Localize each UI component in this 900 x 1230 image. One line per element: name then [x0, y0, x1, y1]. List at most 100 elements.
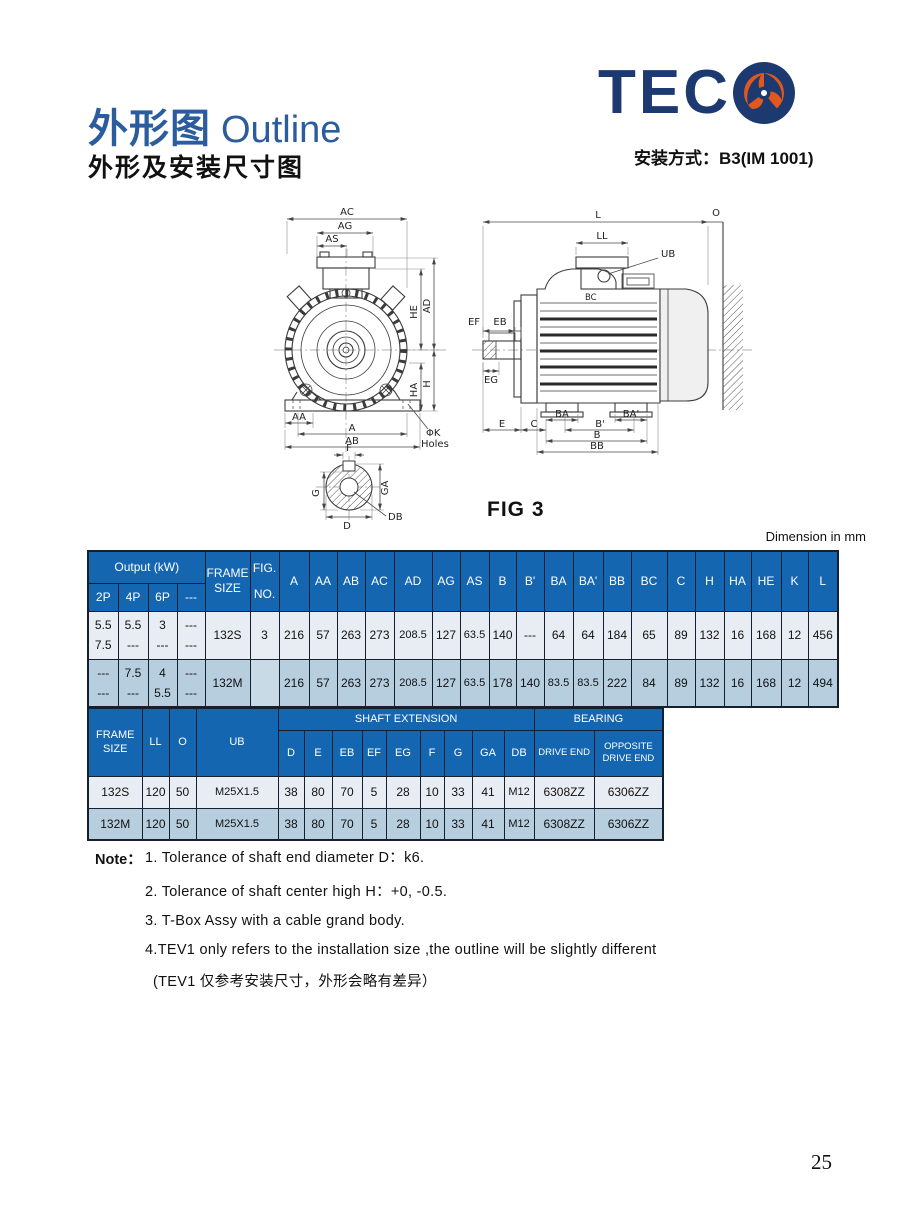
note-item: 4.TEV1 only refers to the installation s…: [145, 941, 657, 958]
mounting-type-label: 安装方式：B3(IM 1001): [634, 149, 814, 168]
note-label: Note：: [95, 852, 142, 868]
t2-shaft-group-header: SHAFT EXTENSION: [277, 707, 535, 731]
t1-pole-header: ---: [176, 582, 206, 612]
dim-label-ba: BA: [555, 409, 569, 420]
t1-col-header: C: [666, 550, 696, 612]
dim-label-eb: EB: [493, 317, 506, 328]
shaft-section-drawing: F G GA D DB: [311, 443, 403, 532]
outline-drawing: AC AG AS HE AD HA H AA: [274, 207, 752, 532]
t1-pole-header: 4P: [117, 582, 149, 612]
dim-label-a: A: [349, 423, 356, 434]
dim-label-eg: EG: [484, 375, 498, 386]
frame-size-cell: 132M: [204, 658, 251, 708]
t1-col-header: BA': [572, 550, 604, 612]
t2-col-header: D: [277, 729, 305, 777]
t1-pole-header: 6P: [147, 582, 178, 612]
t1-col-header: AC: [364, 550, 395, 612]
t2-col-header: EF: [361, 729, 387, 777]
dim-label-e: E: [499, 419, 505, 430]
dim-label-ha: HA: [409, 383, 420, 398]
dim-label-ac: AC: [340, 207, 354, 218]
note-item: 1. Tolerance of shaft end diameter D：k6.: [145, 850, 425, 866]
t1-output-group-header: Output (kW): [87, 550, 206, 584]
dim-label-phik: ΦK: [426, 428, 441, 439]
page-number: 25: [811, 1150, 832, 1174]
dim-label-ub: UB: [661, 249, 675, 260]
t1-col-header: AA: [308, 550, 338, 612]
t2-col-header: GA: [471, 729, 505, 777]
dim-label-holes: Holes: [421, 439, 449, 450]
t2-bearing-group-header: BEARING: [533, 707, 664, 731]
dimensions-table-main: Output (kW) FRAME SIZE FIG. NO. A AA AB …: [87, 550, 839, 708]
teco-logo: TEC: [598, 60, 848, 126]
dim-label-as: AS: [325, 234, 338, 245]
page-subtitle: 外形及安装尺寸图: [88, 154, 305, 182]
dim-label-bp: B': [595, 419, 605, 430]
t2-col-header: F: [419, 729, 445, 777]
figure-caption: FIG 3: [487, 498, 545, 521]
fig-no-cell: [249, 658, 280, 708]
notes-section: Note： 1. Tolerance of shaft end diameter…: [95, 846, 715, 1004]
t2-col-header: DB: [503, 729, 535, 777]
dim-label-h: H: [422, 380, 433, 388]
teco-logo-text: TEC: [598, 58, 731, 127]
shaft-bearing-table: FRAME SIZE LL O UB SHAFT EXTENSION BEARI…: [87, 707, 665, 841]
t1-col-header: HE: [750, 550, 782, 612]
t2-drive-end-header: DRIVE END: [533, 729, 595, 777]
frame-size-cell: 132S: [204, 610, 251, 660]
dim-label-db: DB: [388, 512, 403, 523]
t2-col-header: G: [443, 729, 473, 777]
t1-col-header: BA: [543, 550, 574, 612]
dim-label-l: L: [595, 210, 601, 221]
dim-label-f: F: [346, 443, 352, 454]
dim-label-g: G: [311, 489, 322, 497]
side-view-drawing: L O LL UB BC EF EB EG: [468, 208, 752, 455]
page-title: 外形图 Outline: [88, 96, 341, 154]
t2-opp-drive-end-header: OPPOSITE DRIVE END: [593, 729, 664, 777]
t1-frame-size-header: FRAME SIZE: [204, 550, 251, 612]
t1-col-header: BC: [630, 550, 668, 612]
t1-col-header: L: [807, 550, 839, 612]
t1-pole-header: 2P: [87, 582, 119, 612]
t2-ll-header: LL: [141, 707, 170, 777]
title-english: Outline: [221, 109, 342, 151]
dim-label-ab: AB: [345, 436, 359, 447]
t1-col-header: K: [780, 550, 809, 612]
dim-label-ag: AG: [338, 221, 352, 232]
t1-col-header: B': [515, 550, 545, 612]
t2-frame-size-header: FRAME SIZE: [87, 707, 143, 777]
t2-col-header: EG: [385, 729, 421, 777]
t2-o-header: O: [168, 707, 197, 777]
teco-logo-o-icon: [733, 62, 795, 124]
note-item: 2. Tolerance of shaft center high H：+0, …: [145, 883, 448, 900]
t2-col-header: E: [303, 729, 333, 777]
dim-label-bb: BB: [590, 441, 604, 452]
t2-ub-header: UB: [195, 707, 279, 777]
fig-no-cell: 3: [249, 610, 280, 660]
dim-label-ga: GA: [380, 481, 391, 496]
t1-col-header: AG: [431, 550, 461, 612]
dim-label-ad: AD: [422, 298, 433, 313]
t2-col-header: EB: [331, 729, 363, 777]
dim-label-c: C: [531, 419, 538, 430]
dim-label-bap: BA': [623, 409, 639, 420]
t1-col-header: AB: [336, 550, 366, 612]
dim-label-b: B: [594, 430, 601, 441]
dim-label-ll: LL: [596, 231, 608, 242]
t1-fig-no-header: FIG. NO.: [249, 550, 280, 612]
t1-col-header: HA: [723, 550, 752, 612]
dim-label-ef: EF: [468, 317, 480, 328]
dim-label-o: O: [712, 208, 720, 219]
t1-col-header: AS: [459, 550, 490, 612]
dim-label-bc: BC: [585, 293, 597, 303]
note-item-chinese: (TEV1 仅参考安装尺寸，外形会略有差异）: [153, 974, 437, 990]
t1-col-header: B: [488, 550, 517, 612]
t1-col-header: AD: [393, 550, 433, 612]
dim-label-aa: AA: [292, 412, 306, 423]
dimension-unit-note: Dimension in mm: [765, 529, 866, 544]
